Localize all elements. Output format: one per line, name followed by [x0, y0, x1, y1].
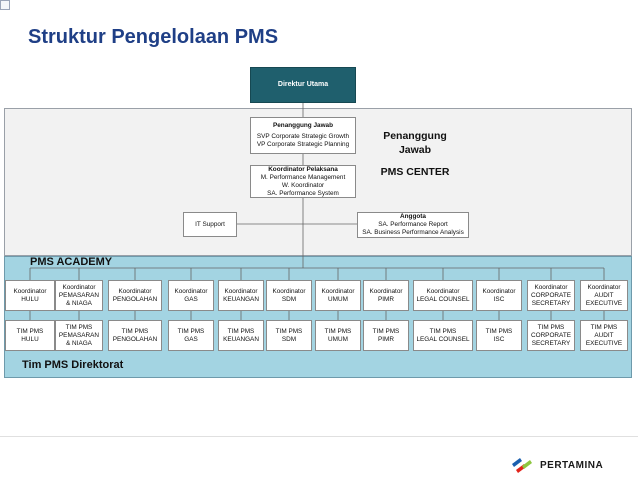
- pms-academy-label: PMS ACADEMY: [30, 256, 113, 268]
- team-legal-counsel: TIM PMS LEGAL COUNSEL: [413, 320, 473, 351]
- team-audit-executive: TIM PMS AUDIT EXECUTIVE: [580, 320, 628, 351]
- members-line-2: SA. Business Performance Analysis: [362, 229, 464, 236]
- coordinator-pemasaran-niaga: Koordinator PEMASARAN & NIAGA: [55, 280, 103, 311]
- directorate-label: Tim PMS Direktorat: [22, 359, 124, 371]
- pertamina-logo-text: PERTAMINA: [540, 459, 604, 471]
- team-isc: TIM PMS ISC: [476, 320, 522, 351]
- coordinator-line-3: SA. Performance System: [267, 189, 339, 197]
- coordinator-box: Koordinator Pelaksana M. Performance Man…: [250, 165, 356, 198]
- coordinator-line-1: M. Performance Management: [260, 173, 346, 181]
- pms-academy-panel: [4, 256, 632, 378]
- members-line-1: SA. Performance Report: [378, 221, 448, 228]
- coordinator-audit-executive: Koordinator AUDIT EXECUTIVE: [580, 280, 628, 311]
- team-keuangan: TIM PMS KEUANGAN: [218, 320, 264, 351]
- responsible-header: Penanggung Jawab: [272, 122, 333, 129]
- team-gas: TIM PMS GAS: [168, 320, 214, 351]
- coordinator-keuangan: Koordinator KEUANGAN: [218, 280, 264, 311]
- it-support-box: IT Support: [183, 212, 237, 237]
- coordinator-pimr: Koordinator PIMR: [363, 280, 409, 311]
- coordinator-gas: Koordinator GAS: [168, 280, 214, 311]
- director-box: Direktur Utama: [250, 67, 356, 103]
- coordinator-hulu: Koordinator HULU: [5, 280, 55, 311]
- responsible-line-1: SVP Corporate Strategic Growth: [256, 133, 350, 140]
- pertamina-logo-icon: [512, 458, 532, 473]
- members-header: Anggota: [400, 213, 426, 220]
- coordinator-legal-counsel: Koordinator LEGAL COUNSEL: [413, 280, 473, 311]
- responsible-line-2: VP Corporate Strategic Planning: [256, 141, 350, 148]
- team-pimr: TIM PMS PIMR: [363, 320, 409, 351]
- page-title: Struktur Pengelolaan PMS: [28, 26, 279, 48]
- coordinator-line-2: W. Koordinator: [281, 181, 325, 189]
- slide-corner-icon: [0, 0, 10, 10]
- coordinator-umum: Koordinator UMUM: [315, 280, 361, 311]
- team-pengolahan: TIM PMS PENGOLAHAN: [108, 320, 162, 351]
- pertamina-logo: PERTAMINA: [510, 456, 603, 474]
- team-umum: TIM PMS UMUM: [315, 320, 361, 351]
- coordinator-isc: Koordinator ISC: [476, 280, 522, 311]
- coordinator-sdm: Koordinator SDM: [266, 280, 312, 311]
- coordinator-corporate-secretary: Koordinator CORPORATE SECRETARY: [527, 280, 575, 311]
- coordinator-pengolahan: Koordinator PENGOLAHAN: [108, 280, 162, 311]
- responsible-box: Penanggung Jawab SVP Corporate Strategic…: [250, 117, 356, 154]
- team-corporate-secretary: TIM PMS CORPORATE SECRETARY: [527, 320, 575, 351]
- members-box: Anggota SA. Performance Report SA. Busin…: [357, 212, 469, 238]
- pms-center-label: PMS CENTER: [380, 166, 450, 178]
- team-hulu: TIM PMS HULU: [5, 320, 55, 351]
- responsible-side-label: Penanggung Jawab: [383, 130, 447, 156]
- coordinator-header: Koordinator Pelaksana: [268, 165, 338, 173]
- team-sdm: TIM PMS SDM: [266, 320, 312, 351]
- team-pemasaran-niaga: TIM PMS PEMASARAN & NIAGA: [55, 320, 103, 351]
- footer-divider: [0, 436, 638, 437]
